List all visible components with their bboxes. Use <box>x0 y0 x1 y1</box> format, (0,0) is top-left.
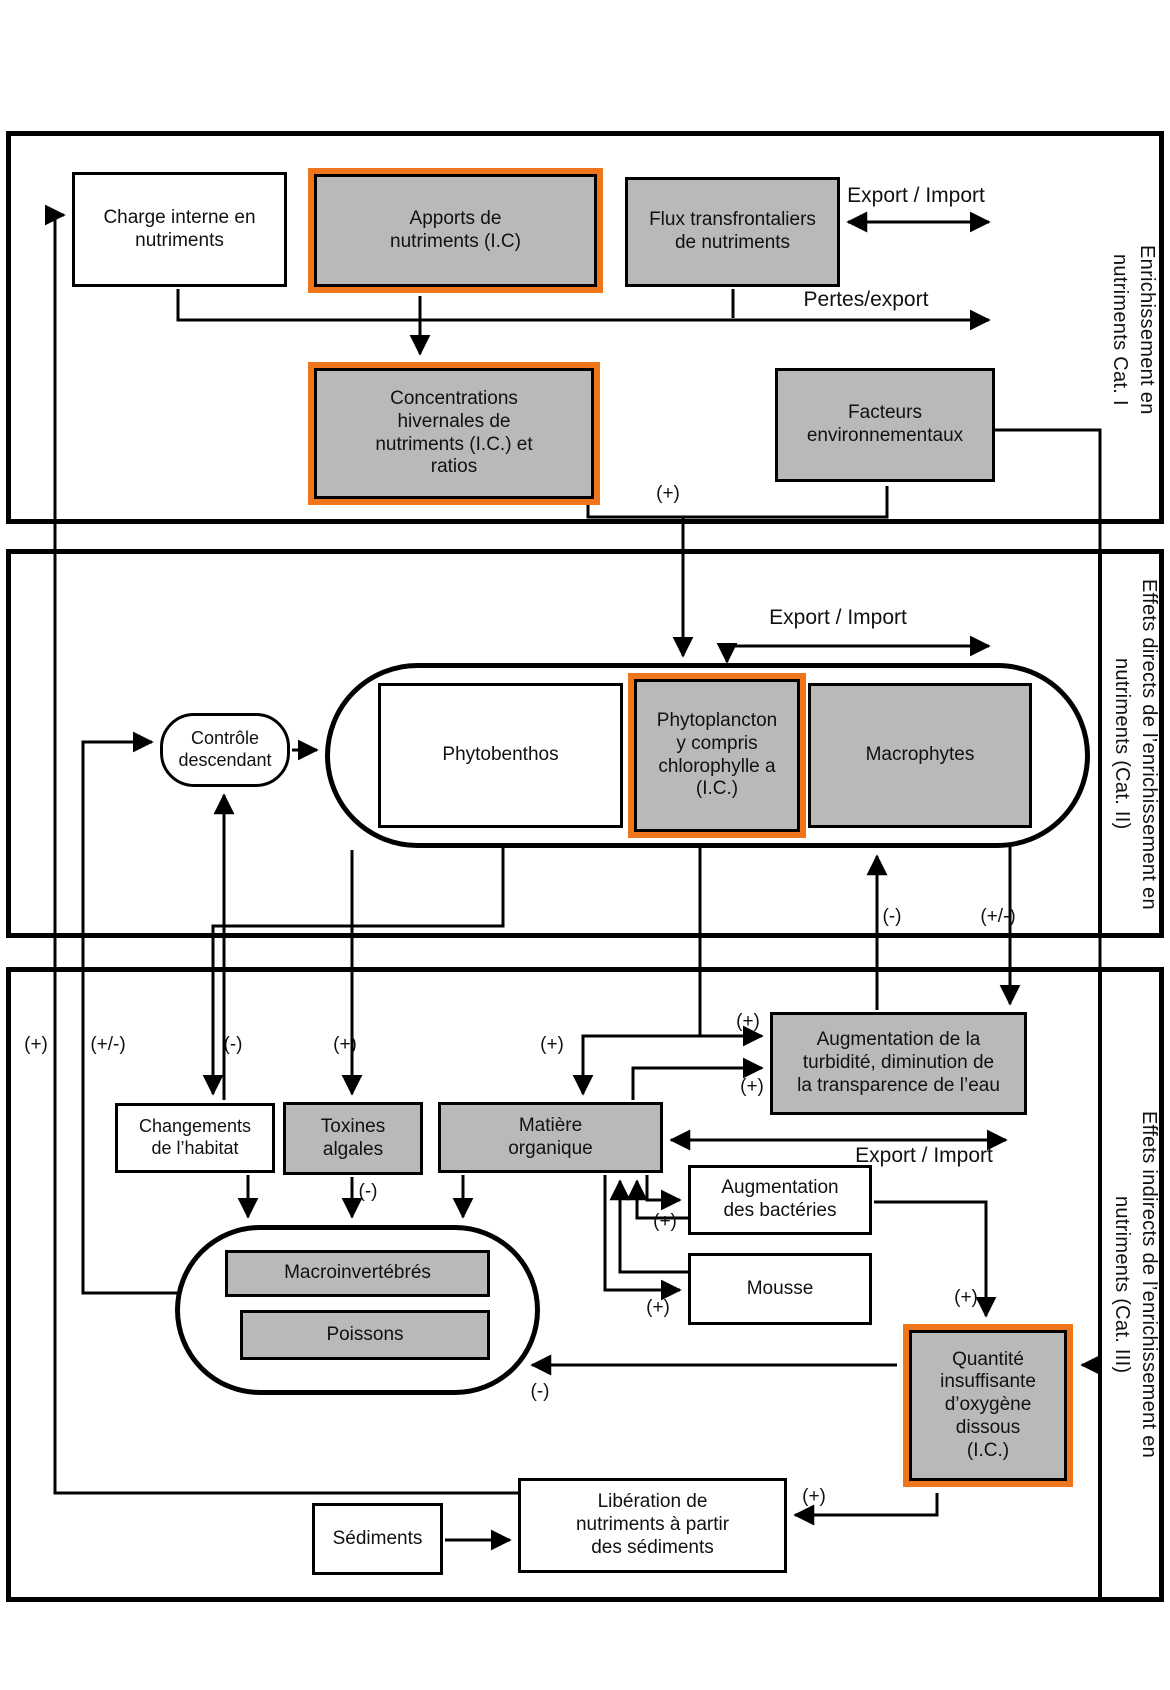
node-poissons: Poissons <box>240 1310 490 1360</box>
node-phytoplancton: Phytoplancton y compris chlorophylle a (… <box>628 673 806 838</box>
edge-matiere-to-turbidite <box>631 1057 764 1100</box>
edge-matiere-to-mousse <box>603 1175 682 1301</box>
node-charge-interne: Charge interne en nutriments <box>72 172 287 287</box>
node-macroinvertebres: Macroinvertébrés <box>225 1250 490 1297</box>
node-mousse: Mousse <box>688 1253 872 1325</box>
sign-plus-turbidite-1: (+) <box>736 1011 760 1032</box>
section-label-cat2-line2: nutriments (Cat. II) <box>1111 658 1133 830</box>
edge-stadium-to-changements <box>202 848 505 1096</box>
section-label-cat1-line2: nutriments Cat. I <box>1109 254 1131 406</box>
sign-minus-changements: (-) <box>223 1034 243 1055</box>
node-macrophytes: Macrophytes <box>808 683 1032 828</box>
node-turbidite: Augmentation de la turbidité, diminution… <box>770 1012 1027 1115</box>
sign-plus-matiere: (+) <box>540 1034 564 1055</box>
label-export-import-cat1: Export / Import <box>847 184 985 207</box>
sign-minus-toxines-faune: (-) <box>358 1181 378 1202</box>
sign-plus-bacteries: (+) <box>653 1211 677 1232</box>
edge-charge-pertes-export <box>176 289 991 331</box>
edge-liberation-to-charge <box>44 204 518 1495</box>
sign-plus-turbidite-2: (+) <box>740 1076 764 1097</box>
node-changements: Changements de l’habitat <box>115 1103 275 1173</box>
edge-bacteries-to-quantite <box>874 1200 997 1318</box>
sign-minus-oxygene-faune: (-) <box>530 1381 550 1402</box>
sign-plus-mousse: (+) <box>646 1297 670 1318</box>
section-label-cat3-line2: nutriments (Cat. III) <box>1111 1195 1133 1374</box>
label-export-import-cat2: Export / Import <box>769 606 907 629</box>
sign-plus-quantite: (+) <box>954 1287 978 1308</box>
section-label-cat2: Effets directs de l’enrichissement en nu… <box>1104 555 1162 933</box>
node-liberation: Libération de nutriments à partir des sé… <box>518 1478 787 1573</box>
sign-plusminus-controle: (+/-) <box>90 1034 126 1055</box>
edge-quantite-to-liberation <box>793 1493 939 1526</box>
node-matiere: Matière organique <box>438 1102 663 1173</box>
node-apports: Apports de nutriments (I.C) <box>308 168 603 293</box>
section-label-cat1: Enrichissement en nutriments Cat. I <box>1104 150 1160 510</box>
node-facteurs: Facteurs environnementaux <box>775 368 995 482</box>
node-controle: Contrôle descendant <box>160 713 290 787</box>
edge-poissons-to-controle <box>81 731 180 1295</box>
node-concentrations: Concentrations hivernales de nutriments … <box>308 362 600 505</box>
sign-minus-macrophytes: (-) <box>882 906 902 927</box>
sign-plusminus-macrophytes: (+/-) <box>980 906 1016 927</box>
edge-concentrations-facteurs-join <box>586 486 889 519</box>
edge-phytoplancton-to-matiere <box>572 840 702 1096</box>
sign-plus-liberation: (+) <box>802 1486 826 1507</box>
node-bacteries: Augmentation des bactéries <box>688 1165 872 1235</box>
section-label-cat2-line1: Effets directs de l’enrichissement en <box>1138 578 1160 910</box>
edge-bacteries-to-matiere <box>626 1179 690 1220</box>
edge-facteurs-to-quantite <box>995 428 1102 1376</box>
section-label-cat1-line1: Enrichissement en <box>1136 245 1158 415</box>
sign-plus-loop-charge: (+) <box>24 1034 48 1055</box>
node-toxines: Toxines algales <box>283 1102 423 1175</box>
edge-matiere-to-bacteries <box>645 1175 682 1211</box>
sign-plus-toxines: (+) <box>333 1034 357 1055</box>
node-quantite: Quantité insuffisante d’oxygène dissous … <box>903 1324 1073 1487</box>
sign-plus-concentrations: (+) <box>656 483 680 504</box>
node-sediments: Sédiments <box>312 1503 443 1575</box>
section-label-cat3: Effets indirects de l’enrichissement en … <box>1104 972 1162 1597</box>
label-pertes-export: Pertes/export <box>803 288 929 311</box>
edge-mousse-to-matiere <box>609 1179 690 1274</box>
node-phytobenthos: Phytobenthos <box>378 683 623 828</box>
section-label-cat3-line1: Effets indirects de l’enrichissement en <box>1138 1110 1160 1459</box>
node-flux: Flux transfrontaliers de nutriments <box>625 177 840 287</box>
label-export-import-cat3: Export / Import <box>855 1144 993 1167</box>
